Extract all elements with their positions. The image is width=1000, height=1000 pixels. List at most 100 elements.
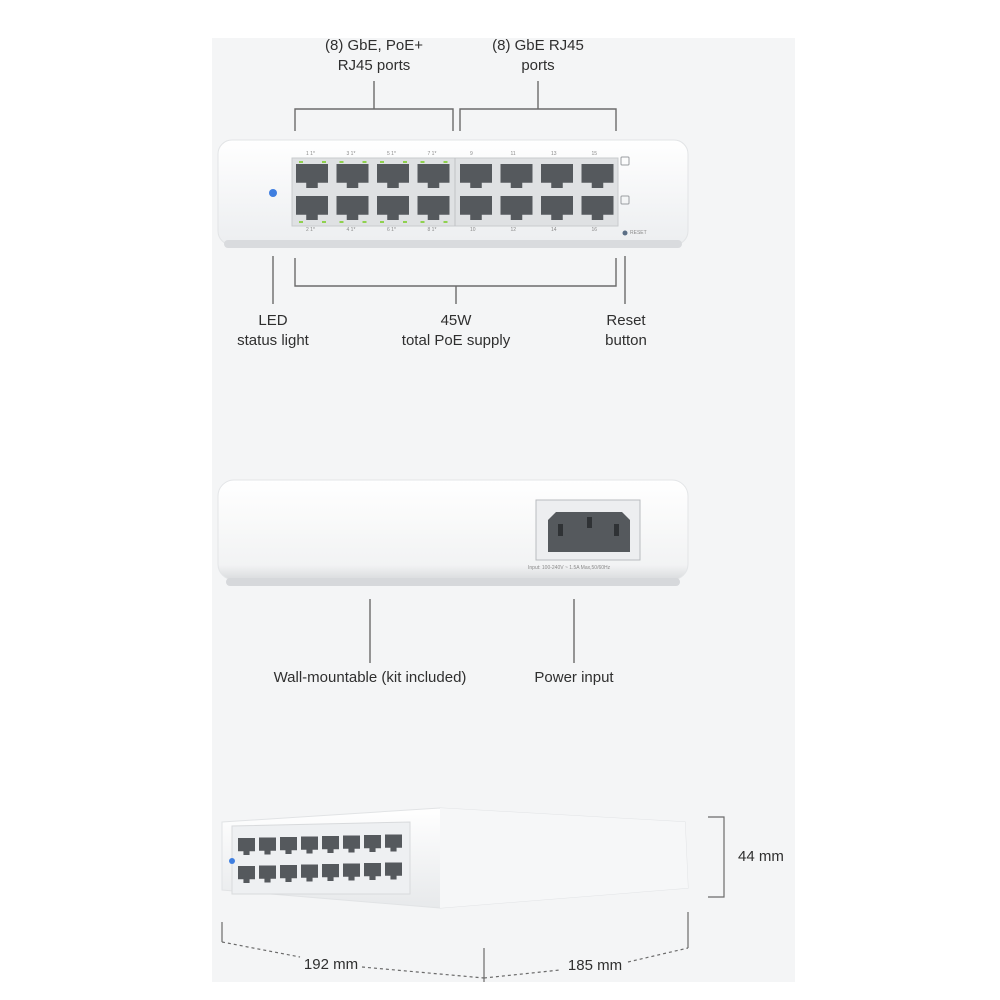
callout-reset: Reset button [576,311,676,351]
port-number-label: 16 [591,227,598,233]
rj45-port-icon [238,866,255,883]
reset-button[interactable] [622,230,628,236]
poe-port-led [403,161,407,163]
power-spec-label: Input: 100-240V ~ 1.5A Max,50/60Hz [528,565,611,571]
rj45-port-icon [541,164,573,188]
callout-poe-ports: (8) GbE, PoE+ RJ45 ports [304,36,444,76]
callout-reset-line2: button [605,332,647,349]
rj45-port-icon [385,862,402,880]
callout-wall-mount: Wall-mountable (kit included) [273,669,467,686]
rj45-port-icon [541,196,573,220]
poe-port-led [403,221,407,223]
port-number-label: 8 1* [427,227,437,233]
indicator-icon [620,156,630,166]
poe-port-led [443,161,448,163]
port-number-label: 9 [470,151,473,157]
port-number-label: 7 1* [427,151,437,157]
callout-gbe-ports-line2: ports [521,57,555,74]
dimension-width: 192 mm [303,956,359,973]
poe-port-led [380,221,384,223]
rj45-port-icon [259,865,276,883]
rj45-port-icon [460,164,492,188]
led-status-light [269,189,277,197]
dimension-lines [221,816,725,982]
rj45-port-icon [301,836,318,854]
rj45-port-icon [500,196,533,220]
reset-label: RESET [630,230,647,236]
callout-poe-ports-line2: RJ45 ports [337,57,411,74]
rj45-port-icon [500,164,533,188]
rj45-port-icon [259,837,276,855]
port-number-label: 6 1* [387,227,396,233]
port-number-label: 14 [551,227,557,233]
port-number-label: 1 1* [306,151,315,157]
callout-poe-supply-line1: 45W [440,312,472,329]
rj45-port-icon [377,164,409,188]
callout-power-input: Power input [534,669,614,686]
callout-gbe-ports-line1: (8) GbE RJ45 [492,37,584,54]
rear-callout-lines [369,599,575,663]
callout-poe-supply-line2: total PoE supply [401,332,511,349]
port-number-label: 11 [510,151,516,157]
rj45-port-icon [238,838,255,855]
front-callout-lines [272,81,626,304]
dimension-depth: 185 mm [567,957,623,974]
port-number-label: 15 [591,151,598,157]
iso-led-icon [229,858,235,864]
port-number-label: 5 1* [387,151,396,157]
poe-port-led [299,221,303,223]
poe-port-led [443,221,448,223]
rj45-port-icon [417,196,450,220]
rj45-port-icon [280,837,297,854]
callout-poe-ports-line1: (8) GbE, PoE+ [325,37,423,54]
poe-port-led [362,161,367,163]
dimension-height: 44 mm [738,848,784,865]
port-number-label: 4 1* [346,227,356,233]
rj45-port-icon [581,196,614,220]
port-number-label: 3 1* [346,151,356,157]
poe-port-led [420,221,425,223]
rj45-port-icon [460,196,492,220]
port-number-label: 2 1* [306,227,315,233]
rear-device [217,479,689,586]
indicator-icon [620,195,630,205]
iso-device [221,807,689,909]
poe-port-led [322,221,326,223]
port-number-label: 12 [510,227,517,233]
rj45-port-icon [336,164,369,188]
rj45-port-icon [377,196,409,220]
rj45-port-icon [364,863,381,880]
rj45-port-icon [296,196,328,220]
rj45-port-icon [343,863,360,881]
callout-led-line1: LED [258,312,288,329]
front-device [217,139,689,248]
callout-led: LED status light [223,311,323,351]
rj45-port-icon [322,836,339,853]
poe-port-led [380,161,384,163]
rj45-port-icon [280,865,297,882]
front-port-grid [296,161,614,223]
poe-port-led [299,161,303,163]
poe-port-led [322,161,326,163]
poe-port-led [420,161,425,163]
rj45-port-icon [581,164,614,188]
callout-led-line2: status light [237,332,309,349]
port-number-label: 13 [551,151,557,157]
rj45-port-icon [343,835,360,853]
rj45-port-icon [301,864,318,882]
rj45-port-icon [296,164,328,188]
rj45-port-icon [322,864,339,881]
rj45-port-icon [336,196,369,220]
rj45-port-icon [385,834,402,852]
rj45-port-icon [417,164,450,188]
callout-gbe-ports: (8) GbE RJ45 ports [468,36,608,76]
poe-port-led [362,221,367,223]
poe-port-led [339,221,344,223]
poe-port-led [339,161,344,163]
port-number-label: 10 [470,227,476,233]
callout-poe-supply: 45W total PoE supply [376,311,536,351]
rj45-port-icon [364,835,381,852]
power-socket-icon [548,512,630,552]
iso-port-grid [238,834,402,883]
